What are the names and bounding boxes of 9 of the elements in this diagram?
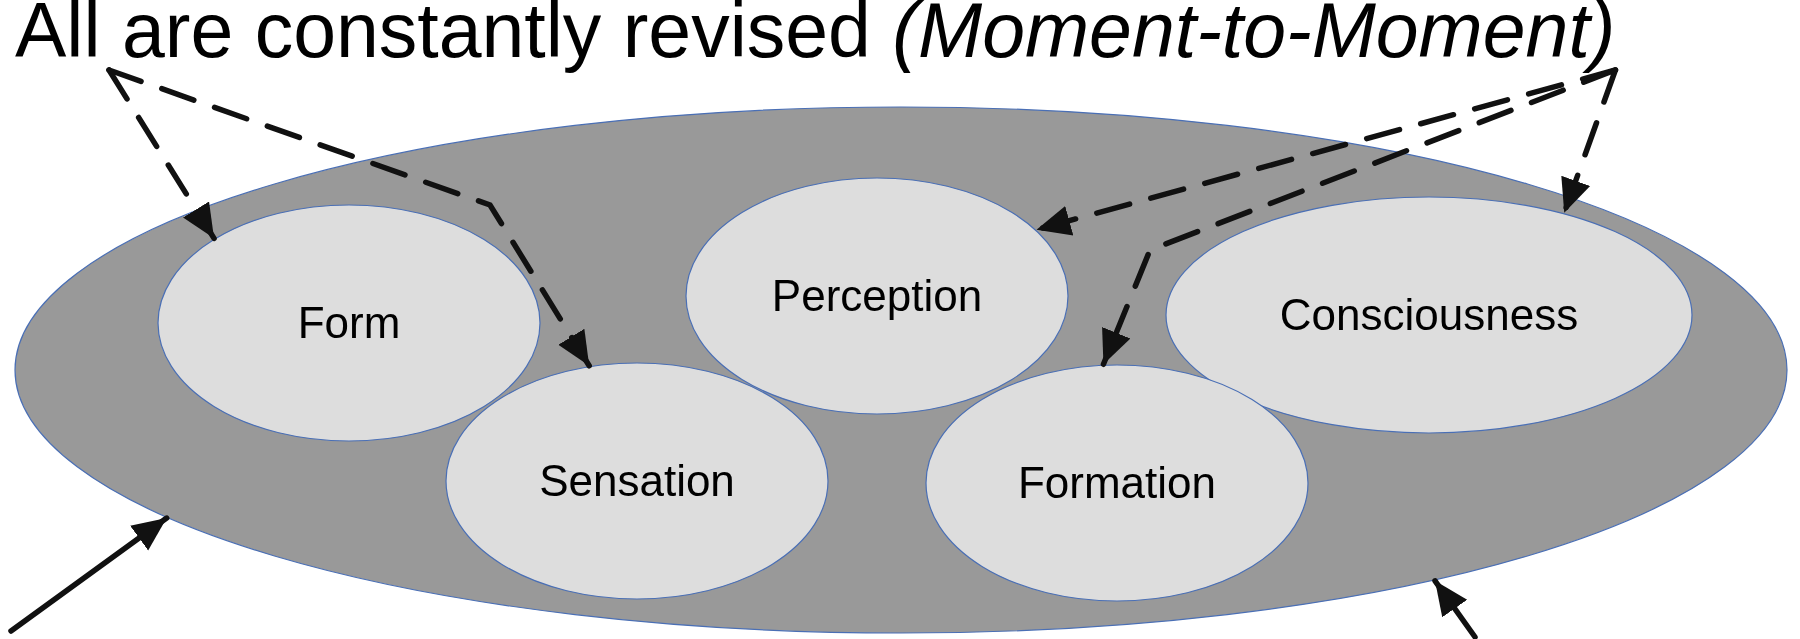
arrow — [106, 67, 592, 369]
arrow — [1100, 67, 1619, 368]
arrow — [1432, 578, 1478, 639]
arrow — [8, 515, 170, 634]
node-label: Consciousness — [1279, 290, 1579, 340]
node-label: Form — [297, 298, 401, 348]
node-label: Perception — [771, 271, 983, 321]
node-label: Formation — [1017, 458, 1217, 508]
node-label: Sensation — [539, 456, 735, 506]
